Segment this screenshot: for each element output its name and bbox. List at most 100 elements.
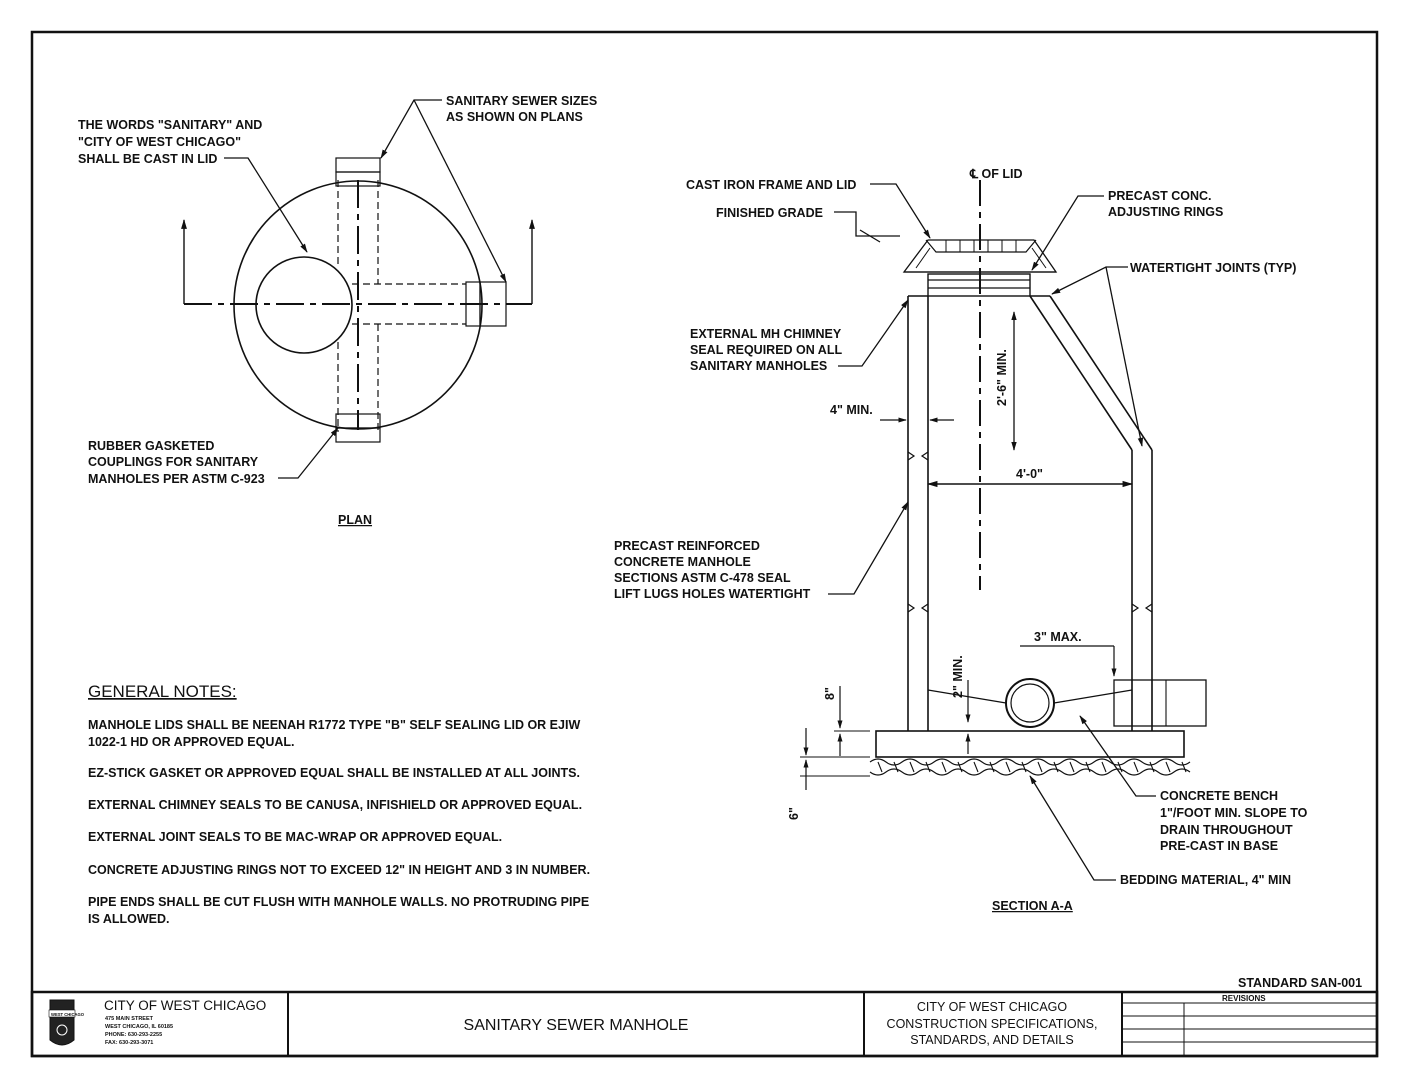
bedding-label: BEDDING MATERIAL, 4" MIN <box>1120 873 1291 887</box>
section-labels: ℄ OF LID CAST IRON FRAME AND LID FINISHE… <box>614 167 1308 913</box>
svg-text:CITY OF WEST CHICAGO: CITY OF WEST CHICAGO <box>104 998 266 1013</box>
plan-title: PLAN <box>338 513 372 527</box>
svg-text:IS ALLOWED.: IS ALLOWED. <box>88 912 169 926</box>
outflow-coupling <box>1113 679 1207 727</box>
svg-text:EXTERNAL MH CHIMNEY: EXTERNAL MH CHIMNEY <box>690 327 842 341</box>
precast-line2: CONCRETE MANHOLE <box>614 555 751 569</box>
svg-text:PHONE: 630-293-2255: PHONE: 630-293-2255 <box>105 1032 162 1038</box>
svg-text:MANHOLE LIDS SHALL BE NEENAH R: MANHOLE LIDS SHALL BE NEENAH R1772 TYPE … <box>88 718 580 732</box>
svg-text:SANITARY MANHOLES: SANITARY MANHOLES <box>690 359 827 373</box>
svg-text:475 MAIN STREET: 475 MAIN STREET <box>105 1016 154 1022</box>
city-name: CITY OF WEST CHICAGO <box>104 998 266 1013</box>
svg-text:EXTERNAL CHIMNEY SEALS TO BE C: EXTERNAL CHIMNEY SEALS TO BE CANUSA, INF… <box>88 798 582 812</box>
svg-text:PRE-CAST IN BASE: PRE-CAST IN BASE <box>1160 839 1278 853</box>
title-block: STANDARD SAN-001 REVISIONS WEST CHICAGO … <box>30 976 1379 1058</box>
section-view <box>800 180 1207 881</box>
svg-text:DRAIN THROUGHOUT: DRAIN THROUGHOUT <box>1160 823 1293 837</box>
bench-line3: DRAIN THROUGHOUT <box>1160 823 1293 837</box>
svg-text:WEST CHICAGO, IL 60185: WEST CHICAGO, IL 60185 <box>105 1024 173 1030</box>
bench-line4: PRE-CAST IN BASE <box>1160 839 1278 853</box>
chimney-seal-line2: SEAL REQUIRED ON ALL <box>690 343 842 357</box>
coupling-top <box>335 157 381 173</box>
svg-text:SECTION A-A: SECTION A-A <box>992 899 1073 913</box>
svg-text:2'-6" MIN.: 2'-6" MIN. <box>995 349 1009 406</box>
height-min-label: 2'-6" MIN. <box>995 349 1009 406</box>
plan-labels: THE WORDS "SANITARY" AND "CITY OF WEST C… <box>78 94 597 527</box>
svg-text:SANITARY SEWER SIZES: SANITARY SEWER SIZES <box>446 94 597 108</box>
words-label-line3: SHALL BE CAST IN LID <box>78 152 217 166</box>
svg-text:WEST CHICAGO: WEST CHICAGO <box>51 1012 85 1017</box>
note-5: CONCRETE ADJUSTING RINGS NOT TO EXCEED 1… <box>88 863 590 877</box>
svg-text:GENERAL NOTES:: GENERAL NOTES: <box>88 682 237 701</box>
svg-text:RUBBER GASKETED: RUBBER GASKETED <box>88 439 214 453</box>
svg-text:CONCRETE ADJUSTING RINGS NOT T: CONCRETE ADJUSTING RINGS NOT TO EXCEED 1… <box>88 863 590 877</box>
svg-text:PIPE ENDS SHALL BE CUT FLUSH W: PIPE ENDS SHALL BE CUT FLUSH WITH MANHOL… <box>88 895 589 909</box>
adjusting-rings-line1: PRECAST CONC. <box>1108 189 1211 203</box>
note-6-line2: IS ALLOWED. <box>88 912 169 926</box>
section-title: SECTION A-A <box>992 899 1073 913</box>
bench-line1: CONCRETE BENCH <box>1160 789 1278 803</box>
spec-line1: CITY OF WEST CHICAGO <box>917 1000 1068 1014</box>
svg-text:AS SHOWN ON PLANS: AS SHOWN ON PLANS <box>446 110 583 124</box>
fax: FAX: 630-293-3071 <box>105 1040 153 1046</box>
dim6-label: 6" <box>787 807 801 820</box>
address-line1: 475 MAIN STREET <box>105 1016 154 1022</box>
svg-text:CAST IRON FRAME AND LID: CAST IRON FRAME AND LID <box>686 178 856 192</box>
notes-heading: GENERAL NOTES: <box>88 682 237 701</box>
svg-text:PLAN: PLAN <box>338 513 372 527</box>
bedding-gravel <box>869 758 1191 776</box>
svg-text:PRECAST CONC.: PRECAST CONC. <box>1108 189 1211 203</box>
svg-text:STANDARD SAN-001: STANDARD SAN-001 <box>1238 976 1362 990</box>
svg-text:SECTIONS ASTM C-478 SEAL: SECTIONS ASTM C-478 SEAL <box>614 571 791 585</box>
svg-text:COUPLINGS FOR SANITARY: COUPLINGS FOR SANITARY <box>88 455 259 469</box>
inflow-pipe <box>1005 678 1055 728</box>
general-notes: GENERAL NOTES: MANHOLE LIDS SHALL BE NEE… <box>88 682 590 926</box>
svg-text:EXTERNAL JOINT SEALS TO BE MAC: EXTERNAL JOINT SEALS TO BE MAC-WRAP OR A… <box>88 830 502 844</box>
svg-text:EZ-STICK GASKET OR APPROVED EQ: EZ-STICK GASKET OR APPROVED EQUAL SHALL … <box>88 766 580 780</box>
svg-text:BEDDING MATERIAL, 4" MIN: BEDDING MATERIAL, 4" MIN <box>1120 873 1291 887</box>
svg-text:"CITY OF WEST CHICAGO": "CITY OF WEST CHICAGO" <box>78 135 241 149</box>
watertight-label: WATERTIGHT JOINTS (TYP) <box>1130 261 1296 275</box>
base-slab <box>875 730 1185 758</box>
wall-min-label: 4" MIN. <box>830 403 873 417</box>
note-6-line1: PIPE ENDS SHALL BE CUT FLUSH WITH MANHOL… <box>88 895 589 909</box>
svg-text:LIFT LUGS HOLES WATERTIGHT: LIFT LUGS HOLES WATERTIGHT <box>614 587 811 601</box>
svg-text:THE WORDS "SANITARY" AND: THE WORDS "SANITARY" AND <box>78 118 262 132</box>
max3-label: 3" MAX. <box>1034 630 1082 644</box>
spec-line3: STANDARDS, AND DETAILS <box>910 1033 1073 1047</box>
svg-text:WATERTIGHT JOINTS (TYP): WATERTIGHT JOINTS (TYP) <box>1130 261 1296 275</box>
note-1-line1: MANHOLE LIDS SHALL BE NEENAH R1772 TYPE … <box>88 718 580 732</box>
words-label-line1: THE WORDS "SANITARY" AND <box>78 118 262 132</box>
svg-text:4'-0": 4'-0" <box>1016 467 1043 481</box>
note-4: EXTERNAL JOINT SEALS TO BE MAC-WRAP OR A… <box>88 830 502 844</box>
svg-text:1"/FOOT MIN. SLOPE TO: 1"/FOOT MIN. SLOPE TO <box>1160 806 1308 820</box>
svg-text:6": 6" <box>787 807 801 820</box>
svg-text:CONCRETE MANHOLE: CONCRETE MANHOLE <box>614 555 751 569</box>
svg-text:FAX: 630-293-3071: FAX: 630-293-3071 <box>105 1040 153 1046</box>
bench-line2: 1"/FOOT MIN. SLOPE TO <box>1160 806 1308 820</box>
svg-text:8": 8" <box>823 687 837 700</box>
drawing-title: SANITARY SEWER MANHOLE <box>464 1017 689 1034</box>
words-label-line2: "CITY OF WEST CHICAGO" <box>78 135 241 149</box>
chimney-seal-line3: SANITARY MANHOLES <box>690 359 827 373</box>
svg-text:ADJUSTING RINGS: ADJUSTING RINGS <box>1108 205 1223 219</box>
svg-text:SHALL BE CAST IN LID: SHALL BE CAST IN LID <box>78 152 217 166</box>
svg-text:CITY OF WEST CHICAGO: CITY OF WEST CHICAGO <box>917 1000 1068 1014</box>
svg-text:STANDARDS, AND DETAILS: STANDARDS, AND DETAILS <box>910 1033 1073 1047</box>
phone: PHONE: 630-293-2255 <box>105 1032 162 1038</box>
svg-text:FINISHED GRADE: FINISHED GRADE <box>716 206 823 220</box>
svg-text:4" MIN.: 4" MIN. <box>830 403 873 417</box>
revisions-label: REVISIONS <box>1222 994 1266 1003</box>
address-line2: WEST CHICAGO, IL 60185 <box>105 1024 173 1030</box>
diameter-label: 4'-0" <box>1016 467 1043 481</box>
couplings-label-line3: MANHOLES PER ASTM C-923 <box>88 472 265 486</box>
note-1-line2: 1022-1 HD OR APPROVED EQUAL. <box>88 735 295 749</box>
note-3: EXTERNAL CHIMNEY SEALS TO BE CANUSA, INF… <box>88 798 582 812</box>
couplings-label-line1: RUBBER GASKETED <box>88 439 214 453</box>
svg-text:2" MIN.: 2" MIN. <box>951 655 965 698</box>
svg-text:REVISIONS: REVISIONS <box>1222 994 1266 1003</box>
note-2: EZ-STICK GASKET OR APPROVED EQUAL SHALL … <box>88 766 580 780</box>
city-seal-icon: WEST CHICAGO <box>48 999 85 1046</box>
sizes-label-line2: AS SHOWN ON PLANS <box>446 110 583 124</box>
